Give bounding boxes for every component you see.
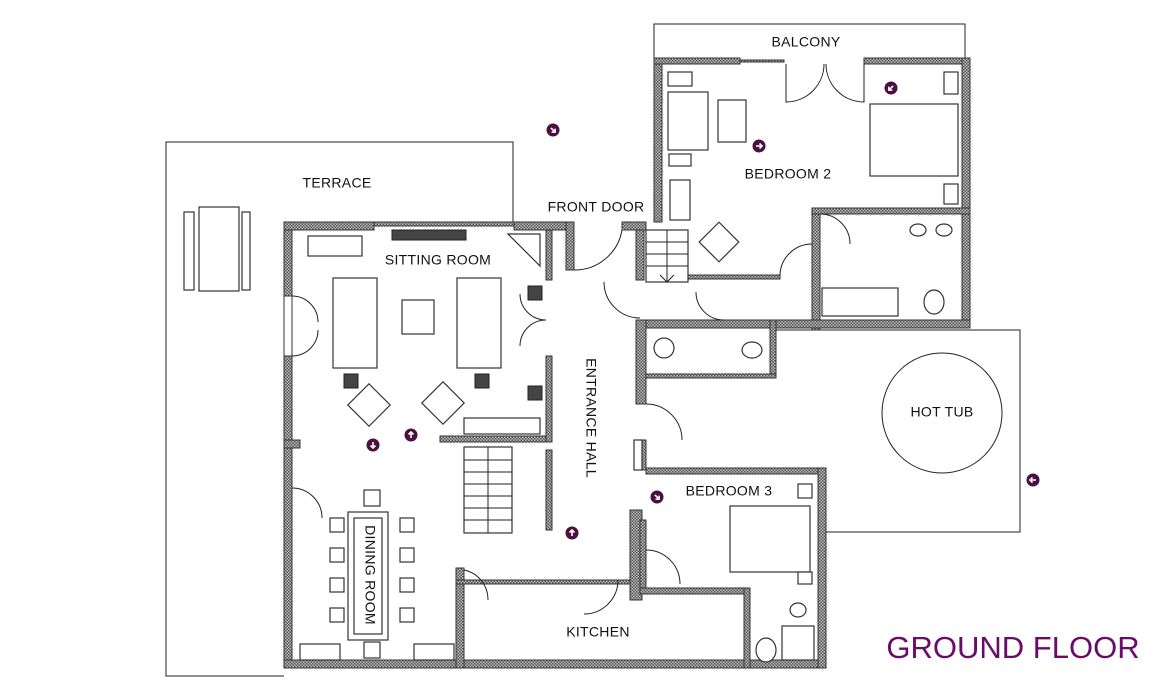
label-hot-tub: HOT TUB bbox=[910, 404, 973, 420]
staircase bbox=[463, 229, 689, 534]
label-kitchen: KITCHEN bbox=[566, 624, 630, 640]
terrace-outline bbox=[165, 141, 514, 677]
arrow-circle-icon[interactable] bbox=[403, 427, 419, 443]
label-entrance-hall: ENTRANCE HALL bbox=[583, 358, 599, 478]
label-bedroom-3: BEDROOM 3 bbox=[686, 483, 773, 499]
doors bbox=[291, 63, 865, 615]
arrow-circle-icon[interactable] bbox=[751, 138, 767, 154]
floor-title: GROUND FLOOR bbox=[886, 630, 1139, 665]
balcony-outline bbox=[653, 23, 966, 58]
arrow-circle-icon[interactable] bbox=[543, 120, 563, 140]
label-front-door: FRONT DOOR bbox=[548, 199, 645, 215]
label-balcony: BALCONY bbox=[771, 34, 840, 50]
label-sitting-room: SITTING ROOM bbox=[385, 252, 491, 268]
arrow-circle-icon[interactable] bbox=[1025, 472, 1041, 488]
hot-tub-deck bbox=[770, 329, 1021, 533]
arrow-circle-icon[interactable] bbox=[881, 78, 901, 98]
furniture bbox=[299, 71, 959, 663]
label-bedroom-2: BEDROOM 2 bbox=[745, 166, 832, 182]
label-dining-room: DINING ROOM bbox=[362, 525, 378, 625]
hot-tub bbox=[881, 352, 1003, 474]
label-terrace: TERRACE bbox=[303, 175, 372, 191]
arrow-circle-icon[interactable] bbox=[564, 525, 580, 541]
terrace-table bbox=[198, 206, 240, 292]
arrow-circle-icon[interactable] bbox=[365, 437, 381, 453]
walls bbox=[283, 57, 971, 669]
arrow-circle-icon[interactable] bbox=[647, 487, 667, 507]
